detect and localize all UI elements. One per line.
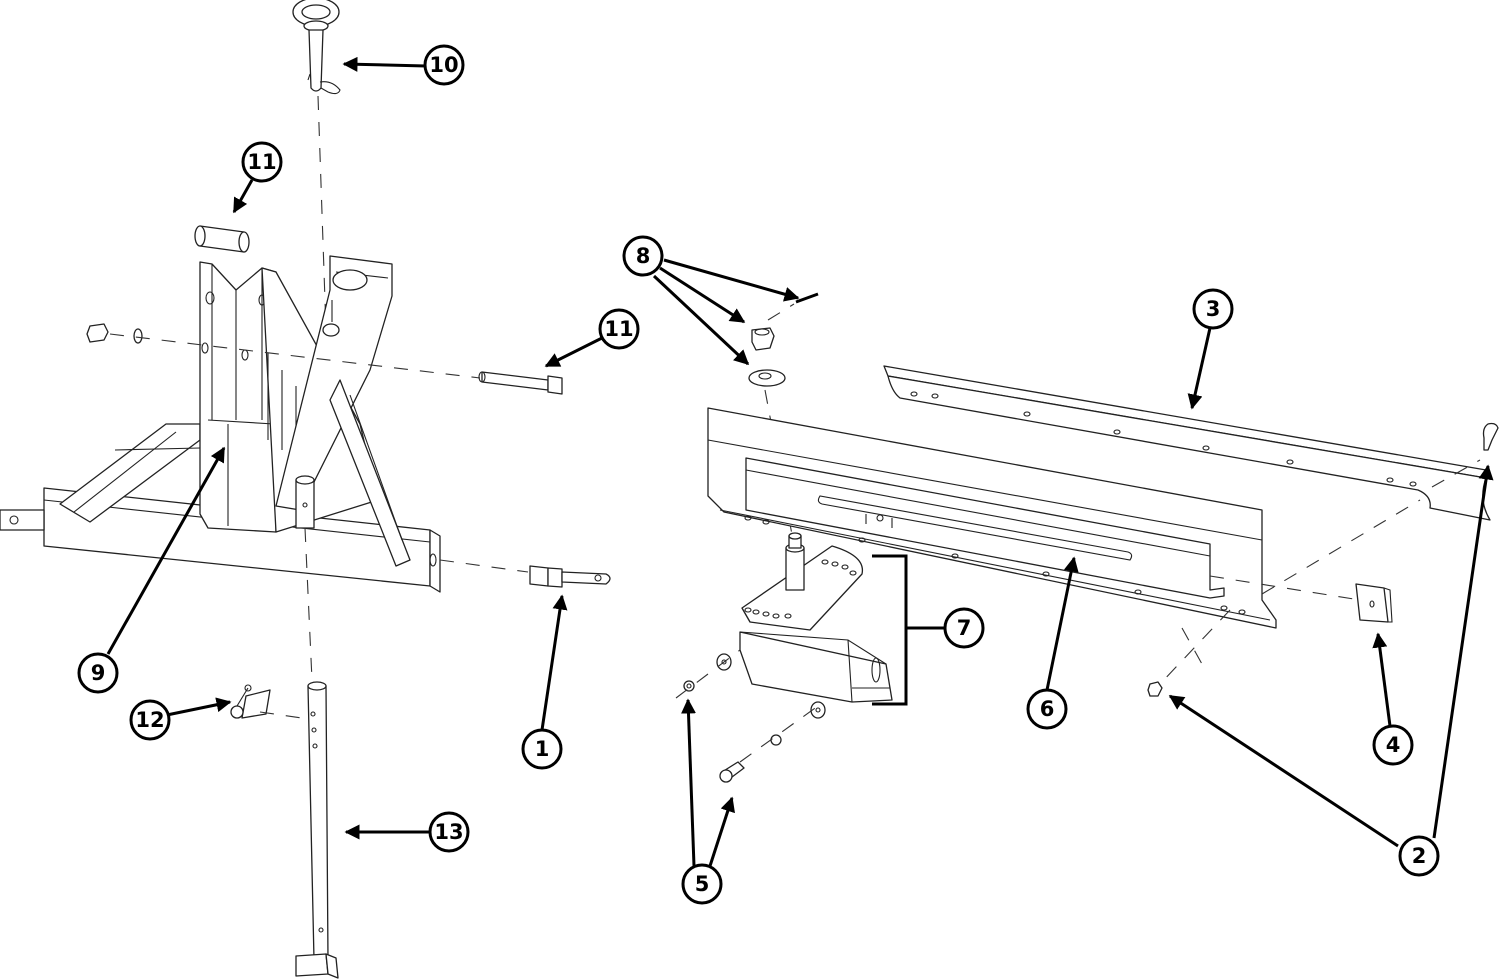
- spring-clip-part-12: [230, 684, 271, 719]
- callout-label-8: 8: [636, 244, 651, 268]
- arrow-12: [161, 697, 232, 718]
- callout-4: 4: [1372, 724, 1414, 766]
- callout-label-1: 1: [535, 737, 550, 761]
- arrow-8-pin: [663, 258, 800, 302]
- callout-12: 12: [129, 699, 171, 741]
- stand-leg-part-13: [295, 681, 339, 979]
- arrow-5-nut: [680, 698, 696, 867]
- axis-line-hardware-upper: [675, 649, 741, 699]
- arrow-2-nut: [1168, 694, 1399, 848]
- callout-label-6: 6: [1040, 697, 1055, 721]
- wear-plate-part-4: [1355, 583, 1393, 623]
- arrow-11-right: [544, 336, 603, 368]
- axis-line-clip: [259, 711, 303, 719]
- bushing-part-11-top: [194, 225, 250, 253]
- callout-8: 8: [622, 235, 664, 277]
- leader-arrows: [106, 56, 1494, 867]
- axis-line-edge-bolt: [1261, 499, 1421, 595]
- hitch-pin-part-10: [292, 0, 341, 95]
- callout-13: 13: [428, 811, 470, 853]
- arrow-6: [1045, 556, 1079, 691]
- callout-7: 7: [943, 607, 985, 649]
- axis-line-lower-pin: [439, 559, 529, 573]
- flat-washer-part-5-lower: [810, 701, 826, 719]
- callout-11-top: 11: [241, 141, 283, 183]
- callout-9: 9: [77, 652, 119, 694]
- callout-label-2: 2: [1412, 844, 1427, 868]
- axis-line-nut: [1159, 609, 1231, 685]
- callout-11-right: 11: [598, 308, 640, 350]
- bracket-part-7: [872, 554, 908, 706]
- callout-5: 5: [681, 863, 723, 905]
- callout-10: 10: [423, 44, 465, 86]
- axis-line-nut-b: [1181, 627, 1203, 665]
- arrow-5-bolt: [708, 796, 735, 867]
- arrow-10: [342, 56, 427, 72]
- lock-nut-part-2: [1147, 681, 1163, 697]
- callout-2: 2: [1398, 835, 1440, 877]
- arrow-3: [1187, 327, 1212, 410]
- callout-3: 3: [1192, 288, 1234, 330]
- callout-label-10: 10: [429, 53, 458, 77]
- arrow-4: [1372, 632, 1392, 727]
- callout-label-13: 13: [434, 820, 463, 844]
- callout-label-4: 4: [1386, 733, 1401, 757]
- callout-label-5: 5: [695, 872, 710, 896]
- arrow-11-top: [232, 179, 254, 214]
- bolt-part-11-right: [478, 371, 563, 395]
- cotter-pin-part-8: [767, 292, 819, 321]
- a-frame-part-9: [0, 255, 441, 593]
- callout-1: 1: [521, 728, 563, 770]
- axis-line-hitch-pin: [317, 95, 327, 331]
- callout-label-12: 12: [135, 708, 164, 732]
- callout-6: 6: [1026, 688, 1068, 730]
- hex-bolt-part-5: [719, 761, 745, 783]
- arrow-1: [540, 594, 568, 731]
- arrow-8-washer: [652, 274, 750, 366]
- lower-hitch-pin-part-1: [529, 565, 611, 588]
- flat-washer-part-8: [748, 369, 786, 387]
- plow-bolt-part-2: [1482, 422, 1499, 451]
- axis-line-mast-bolt: [109, 333, 481, 379]
- castle-nut-part-8: [751, 327, 775, 351]
- pivot-mount-part-7: [739, 532, 893, 703]
- lock-nut-part-5: [683, 680, 695, 692]
- arrow-2-bolt: [1432, 464, 1494, 839]
- hex-nut-left: [86, 323, 109, 343]
- callout-label-7: 7: [957, 616, 972, 640]
- callout-label-11-right: 11: [604, 317, 633, 341]
- washer-left: [133, 328, 143, 344]
- lock-washer-part-5: [770, 734, 782, 746]
- callout-label-9: 9: [91, 661, 106, 685]
- moldboard-blade-part-6: [707, 407, 1277, 629]
- arrow-9: [106, 446, 226, 655]
- callout-label-3: 3: [1206, 297, 1221, 321]
- callout-label-11-top: 11: [247, 150, 276, 174]
- arrow-8-nut: [659, 266, 746, 324]
- axis-line-hardware-lower: [739, 705, 819, 763]
- axis-line-plow-bolt: [1431, 459, 1481, 488]
